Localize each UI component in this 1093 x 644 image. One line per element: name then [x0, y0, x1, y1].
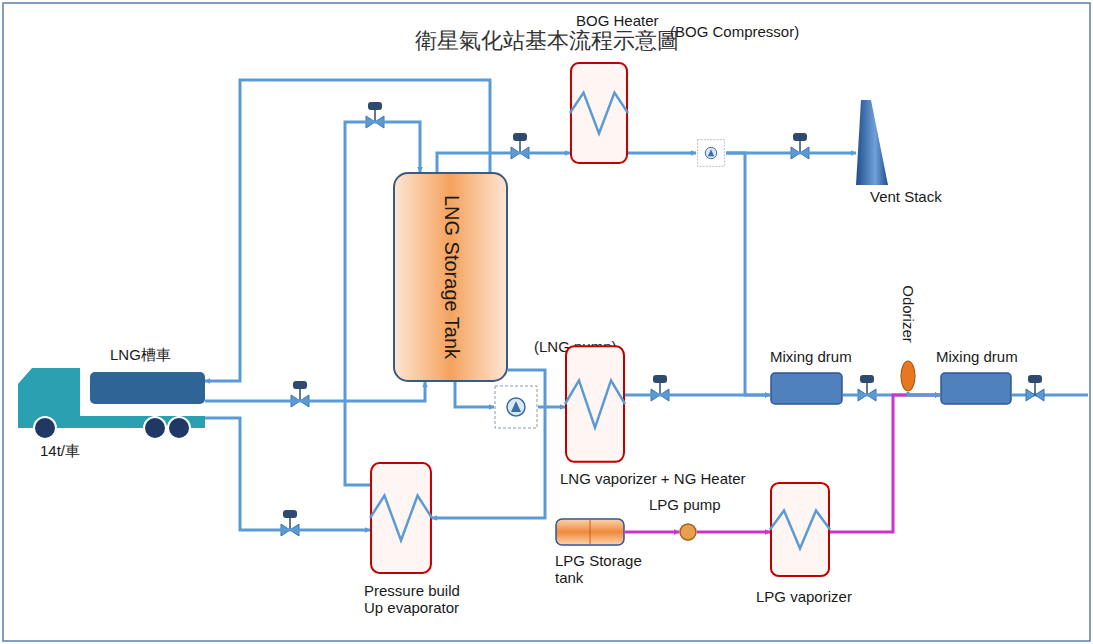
heat-exchanger: LNG vaporizer + NG Heater [565, 345, 625, 463]
gas-pipe [455, 382, 494, 407]
node-label: Pressure build Up evaporator [364, 582, 472, 617]
pump-symbol: LPG pump [679, 523, 697, 541]
gas-pipe [908, 392, 940, 395]
mixing-drum: Mixing drum [940, 372, 1012, 405]
gas-pipe [205, 80, 490, 381]
lpg-pipe [830, 395, 940, 532]
heat-exchanger: LPG vaporizer [770, 482, 830, 577]
heat-exchanger: Pressure build Up evaporator [370, 462, 432, 574]
lpg-pipe [697, 531, 770, 534]
valve-symbol [791, 133, 809, 159]
node-label: LPG pump [649, 496, 721, 513]
gas-pipe [437, 153, 570, 172]
valve-symbol [858, 375, 876, 401]
valve-symbol [291, 381, 309, 407]
node-label: Mixing drum [936, 348, 1018, 365]
valve-symbol [281, 510, 299, 536]
gas-pipe [432, 370, 545, 518]
lpg-pipe [625, 531, 679, 534]
valve-symbol [1026, 375, 1044, 401]
tanker-truck: LNG槽車 14t/車 [18, 342, 205, 460]
gas-pipe [625, 394, 770, 397]
valve-symbol [651, 375, 669, 401]
heat-exchanger: BOG Heater [570, 62, 628, 164]
node-label: 14t/車 [40, 442, 80, 459]
node-label: LNG vaporizer + NG Heater [560, 470, 746, 487]
gas-pipe [628, 152, 696, 155]
pump-symbol: (LNG pump) [494, 385, 538, 429]
diagram-title: 衛星氣化站基本流程示意圖 [0, 26, 1093, 56]
storage-tank: LNG Storage Tank [393, 172, 508, 382]
frame [3, 3, 1090, 641]
node-label: BOG Heater [576, 12, 659, 29]
valve-symbol [366, 102, 384, 128]
gas-pipe [538, 406, 565, 409]
node-label: LNG槽車 [110, 346, 171, 363]
compressor: (BOG Compressor) [696, 139, 726, 167]
node-label: Odorizer [899, 285, 916, 343]
node-label: LNG Storage Tank [439, 195, 462, 359]
gas-pipe [726, 153, 770, 395]
mixing-drum: Mixing drum [770, 372, 843, 405]
node-label: LPG vaporizer [756, 588, 852, 605]
outlet-pipe [1012, 394, 1088, 397]
node-label: (BOG Compressor) [670, 23, 799, 40]
valve-symbol [511, 133, 529, 159]
vent-stack: Vent Stack [856, 100, 888, 185]
node-label: LPG Storage tank [555, 552, 647, 587]
gas-pipe [205, 382, 425, 401]
node-label: Vent Stack [870, 188, 942, 205]
lpg-tank: LPG Storage tank [555, 518, 625, 546]
odorizer: Odorizer [900, 360, 916, 392]
node-label: Mixing drum [770, 348, 852, 365]
